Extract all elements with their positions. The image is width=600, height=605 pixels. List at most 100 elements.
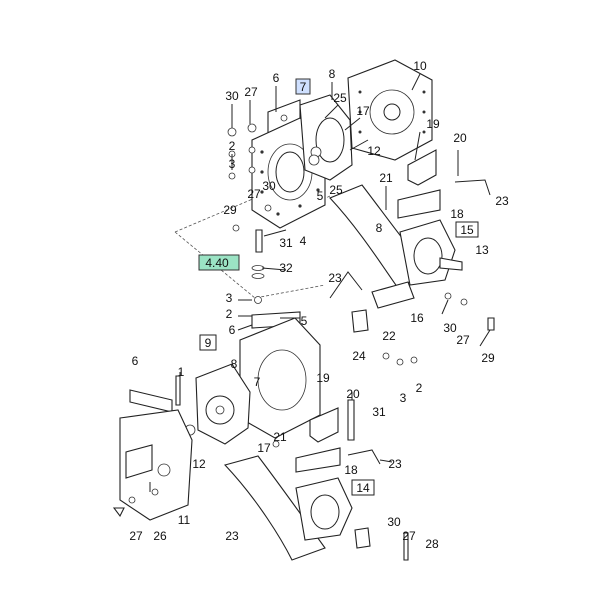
callout-30: 30 <box>225 89 239 103</box>
callout-23: 23 <box>328 271 342 285</box>
callout-25: 25 <box>333 91 347 105</box>
ref-label-9[interactable]: 9 <box>205 336 212 350</box>
callout-20: 20 <box>453 131 467 145</box>
callout-2: 2 <box>226 307 233 321</box>
ref-box-9[interactable] <box>199 334 217 351</box>
ref-label-440[interactable]: 4.40 <box>205 256 229 270</box>
rod <box>347 449 381 465</box>
housing-opening <box>257 349 307 411</box>
scroll-housing-ring <box>413 237 443 275</box>
callout-27: 27 <box>456 333 470 347</box>
ref-box-7[interactable] <box>295 78 311 95</box>
callout-6: 6 <box>273 71 280 85</box>
callout-25: 25 <box>329 183 343 197</box>
callout-8: 8 <box>329 67 336 81</box>
callout-17: 17 <box>257 441 271 455</box>
callout-2: 2 <box>229 139 236 153</box>
impeller-hub <box>205 395 235 425</box>
cover-plate-holes <box>358 90 426 134</box>
callout-30: 30 <box>443 321 457 335</box>
callout-3: 3 <box>400 391 407 405</box>
mounting-bracket <box>129 389 173 413</box>
callout-2: 2 <box>416 381 423 395</box>
callout-28: 28 <box>425 537 439 551</box>
washer <box>251 273 265 279</box>
callout-30: 30 <box>387 515 401 529</box>
scroll-housing-ring <box>310 494 340 530</box>
impeller-hub <box>315 117 345 163</box>
ref-box-440[interactable] <box>198 254 240 271</box>
callout-32: 32 <box>279 261 293 275</box>
callout-24: 24 <box>352 349 366 363</box>
bearing-block <box>125 444 153 479</box>
callout-4: 4 <box>300 234 307 248</box>
callout-5: 5 <box>301 314 308 328</box>
support-bracket <box>407 149 437 186</box>
callout-30: 30 <box>262 179 276 193</box>
callout-23: 23 <box>388 457 402 471</box>
callout-8: 8 <box>376 221 383 235</box>
callout-31: 31 <box>372 405 386 419</box>
ref-label-7[interactable]: 7 <box>300 80 307 94</box>
callout-8: 8 <box>231 357 238 371</box>
callout-3: 3 <box>226 291 233 305</box>
scroll-housing <box>399 219 456 286</box>
callout-31: 31 <box>279 236 293 250</box>
callout-3: 3 <box>229 157 236 171</box>
callout-19: 19 <box>316 371 330 385</box>
callout-20: 20 <box>346 387 360 401</box>
callout-22: 22 <box>382 329 396 343</box>
callout-12: 12 <box>192 457 206 471</box>
callout-27: 27 <box>402 529 416 543</box>
callout-23: 23 <box>225 529 239 543</box>
bolt-stack-lower <box>112 375 409 561</box>
callout-29: 29 <box>223 203 237 217</box>
bolt-stack-right <box>382 292 495 366</box>
support-bracket <box>397 189 441 219</box>
ref-label-14[interactable]: 14 <box>356 481 370 495</box>
bracket-hole <box>280 114 288 122</box>
callout-18: 18 <box>344 463 358 477</box>
mount-block <box>371 281 415 309</box>
ref-box-15[interactable] <box>455 221 479 238</box>
ref-box-14[interactable] <box>351 479 375 496</box>
bolt-stack-upper <box>227 123 272 232</box>
latch-handle <box>439 257 463 271</box>
callout-12: 12 <box>367 144 381 158</box>
rod <box>329 271 363 299</box>
back-plate <box>119 409 193 521</box>
impeller <box>195 363 251 445</box>
callout-29: 29 <box>481 351 495 365</box>
callout-27: 27 <box>247 187 261 201</box>
cover-plate-hub <box>383 103 401 121</box>
callout-23: 23 <box>495 194 509 208</box>
callout-5: 5 <box>317 189 324 203</box>
callout-16: 16 <box>410 311 424 325</box>
callout-11: 11 <box>178 513 191 527</box>
callout-10: 10 <box>413 59 427 73</box>
ref-label-15[interactable]: 15 <box>460 223 474 237</box>
bolt <box>255 229 263 253</box>
callout-13: 13 <box>475 243 489 257</box>
seal-ring <box>308 154 320 166</box>
scroll-housing <box>295 477 353 541</box>
clip <box>351 309 369 333</box>
callout-21: 21 <box>273 430 287 444</box>
support-bracket <box>295 447 341 473</box>
callout-21: 21 <box>379 171 393 185</box>
nut <box>254 296 262 304</box>
callout-18: 18 <box>450 207 464 221</box>
housing-inner-ring <box>275 151 305 193</box>
bearing-hole <box>157 463 171 477</box>
callout-7: 7 <box>254 375 261 389</box>
callout-27: 27 <box>244 85 258 99</box>
impeller-shaft <box>215 405 225 415</box>
callout-6: 6 <box>229 323 236 337</box>
support-bracket <box>309 407 339 443</box>
curved-shroud <box>223 455 326 561</box>
rod <box>454 179 491 196</box>
assembly-outline-dashed <box>174 231 326 299</box>
cover-plate-opening <box>369 89 415 135</box>
